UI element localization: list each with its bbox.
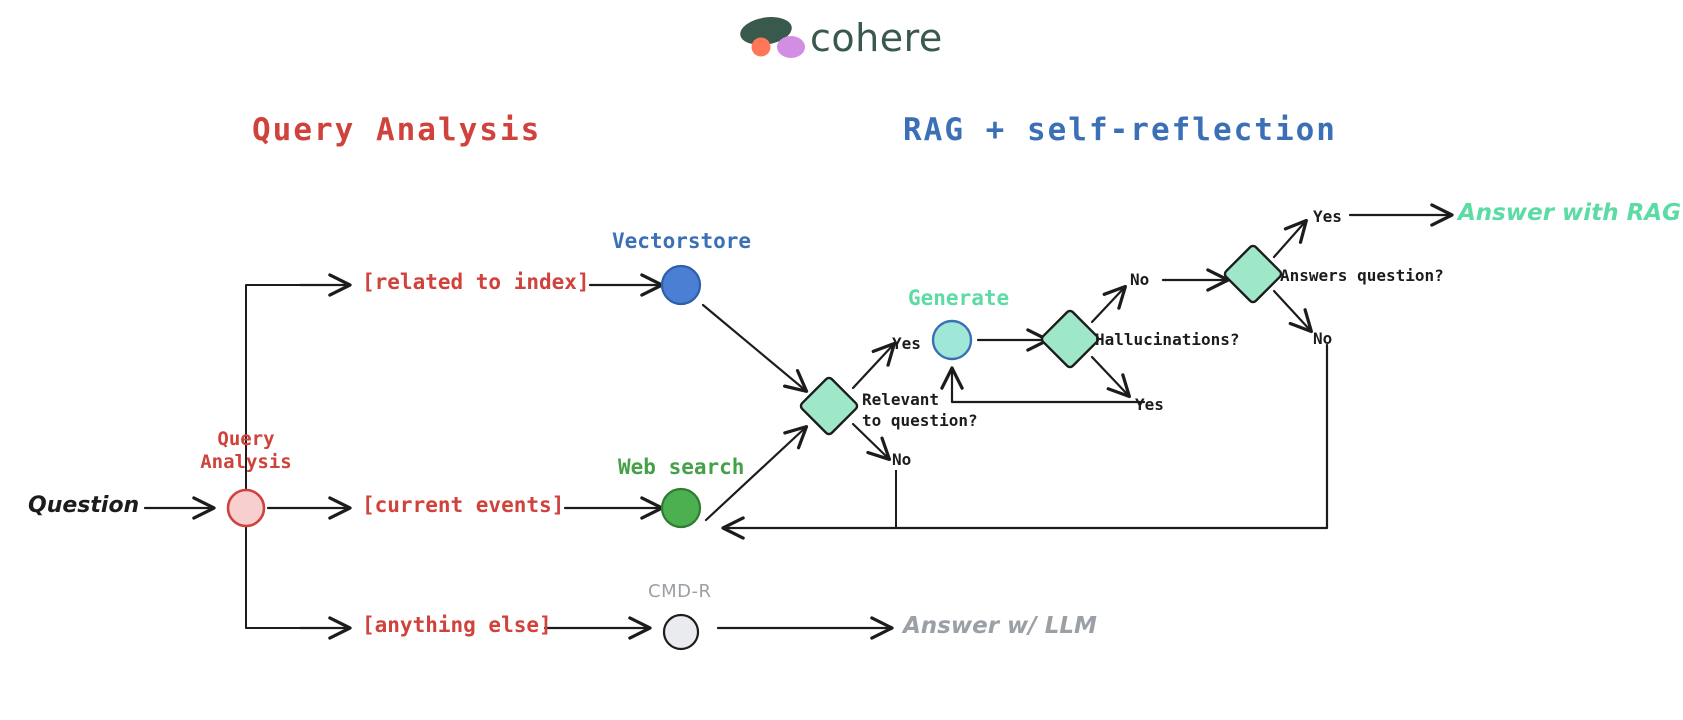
edge-label-relevant-yes: Yes — [892, 334, 921, 353]
branch-label-current-events: [current events] — [362, 493, 565, 517]
node-label-relevant-line2: to question? — [862, 410, 978, 430]
edge-websearch-to-relevant — [704, 425, 809, 522]
edge-spine-up — [245, 284, 340, 508]
output-answer-with-rag: Answer with RAG — [1458, 200, 1681, 226]
edge-hallucinations-no — [1090, 284, 1127, 324]
cohere-logo-icon — [740, 17, 805, 58]
edge-answers-yes — [1272, 218, 1308, 259]
node-label-query-analysis-text: Query Analysis — [200, 428, 292, 474]
section-header-query-analysis: Query Analysis — [252, 112, 542, 148]
edge-label-hallucinations-yes: Yes — [1135, 395, 1164, 414]
node-label-answers-question: Answers question? — [1280, 266, 1444, 285]
edge-spine-down — [245, 508, 340, 629]
node-web-search[interactable] — [660, 487, 702, 529]
edge-vectorstore-to-relevant — [701, 303, 809, 393]
node-answers-question-decision[interactable] — [1223, 244, 1283, 304]
node-hallucinations-decision[interactable] — [1040, 309, 1100, 369]
edge-relevant-yes — [851, 341, 896, 390]
node-cmd-r[interactable] — [662, 613, 700, 651]
node-label-hallucinations: Hallucinations? — [1095, 330, 1240, 349]
edge-label-hallucinations-no: No — [1130, 270, 1150, 289]
edge-label-answers-yes: Yes — [1313, 207, 1342, 226]
edge-relevant-no — [851, 422, 892, 462]
section-header-rag-self-reflection: RAG + self-reflection — [903, 112, 1337, 148]
edge-hallucinations-yes — [1090, 355, 1132, 399]
branch-label-related-to-index: [related to index] — [362, 270, 590, 294]
node-label-cmd-r: CMD-R — [648, 581, 712, 602]
node-label-generate: Generate — [908, 286, 1010, 310]
node-relevant-decision[interactable] — [799, 376, 859, 436]
node-label-vectorstore: Vectorstore — [612, 229, 752, 253]
edge-hallucinations-yes-loop — [940, 366, 1146, 404]
label-question: Question — [28, 493, 140, 518]
node-label-web-search: Web search — [618, 455, 745, 479]
node-label-relevant-line1: Relevant — [862, 390, 940, 409]
node-label-query-analysis: Query Analysis — [186, 428, 306, 474]
node-label-relevant-to-question: Relevant to question? — [862, 390, 978, 432]
node-query-analysis[interactable] — [226, 488, 266, 528]
edge-answers-no-loop-to-websearch — [721, 343, 1329, 540]
node-vectorstore[interactable] — [660, 264, 702, 306]
edge-answers-no — [1272, 289, 1313, 334]
edge-label-answers-no: No — [1313, 329, 1333, 348]
branch-label-anything-else: [anything else] — [362, 613, 552, 637]
output-answer-with-llm: Answer w/ LLM — [903, 613, 1097, 639]
node-generate[interactable] — [931, 319, 973, 361]
edge-label-relevant-no: No — [892, 450, 912, 469]
brand-wordmark: cohere — [810, 16, 943, 60]
